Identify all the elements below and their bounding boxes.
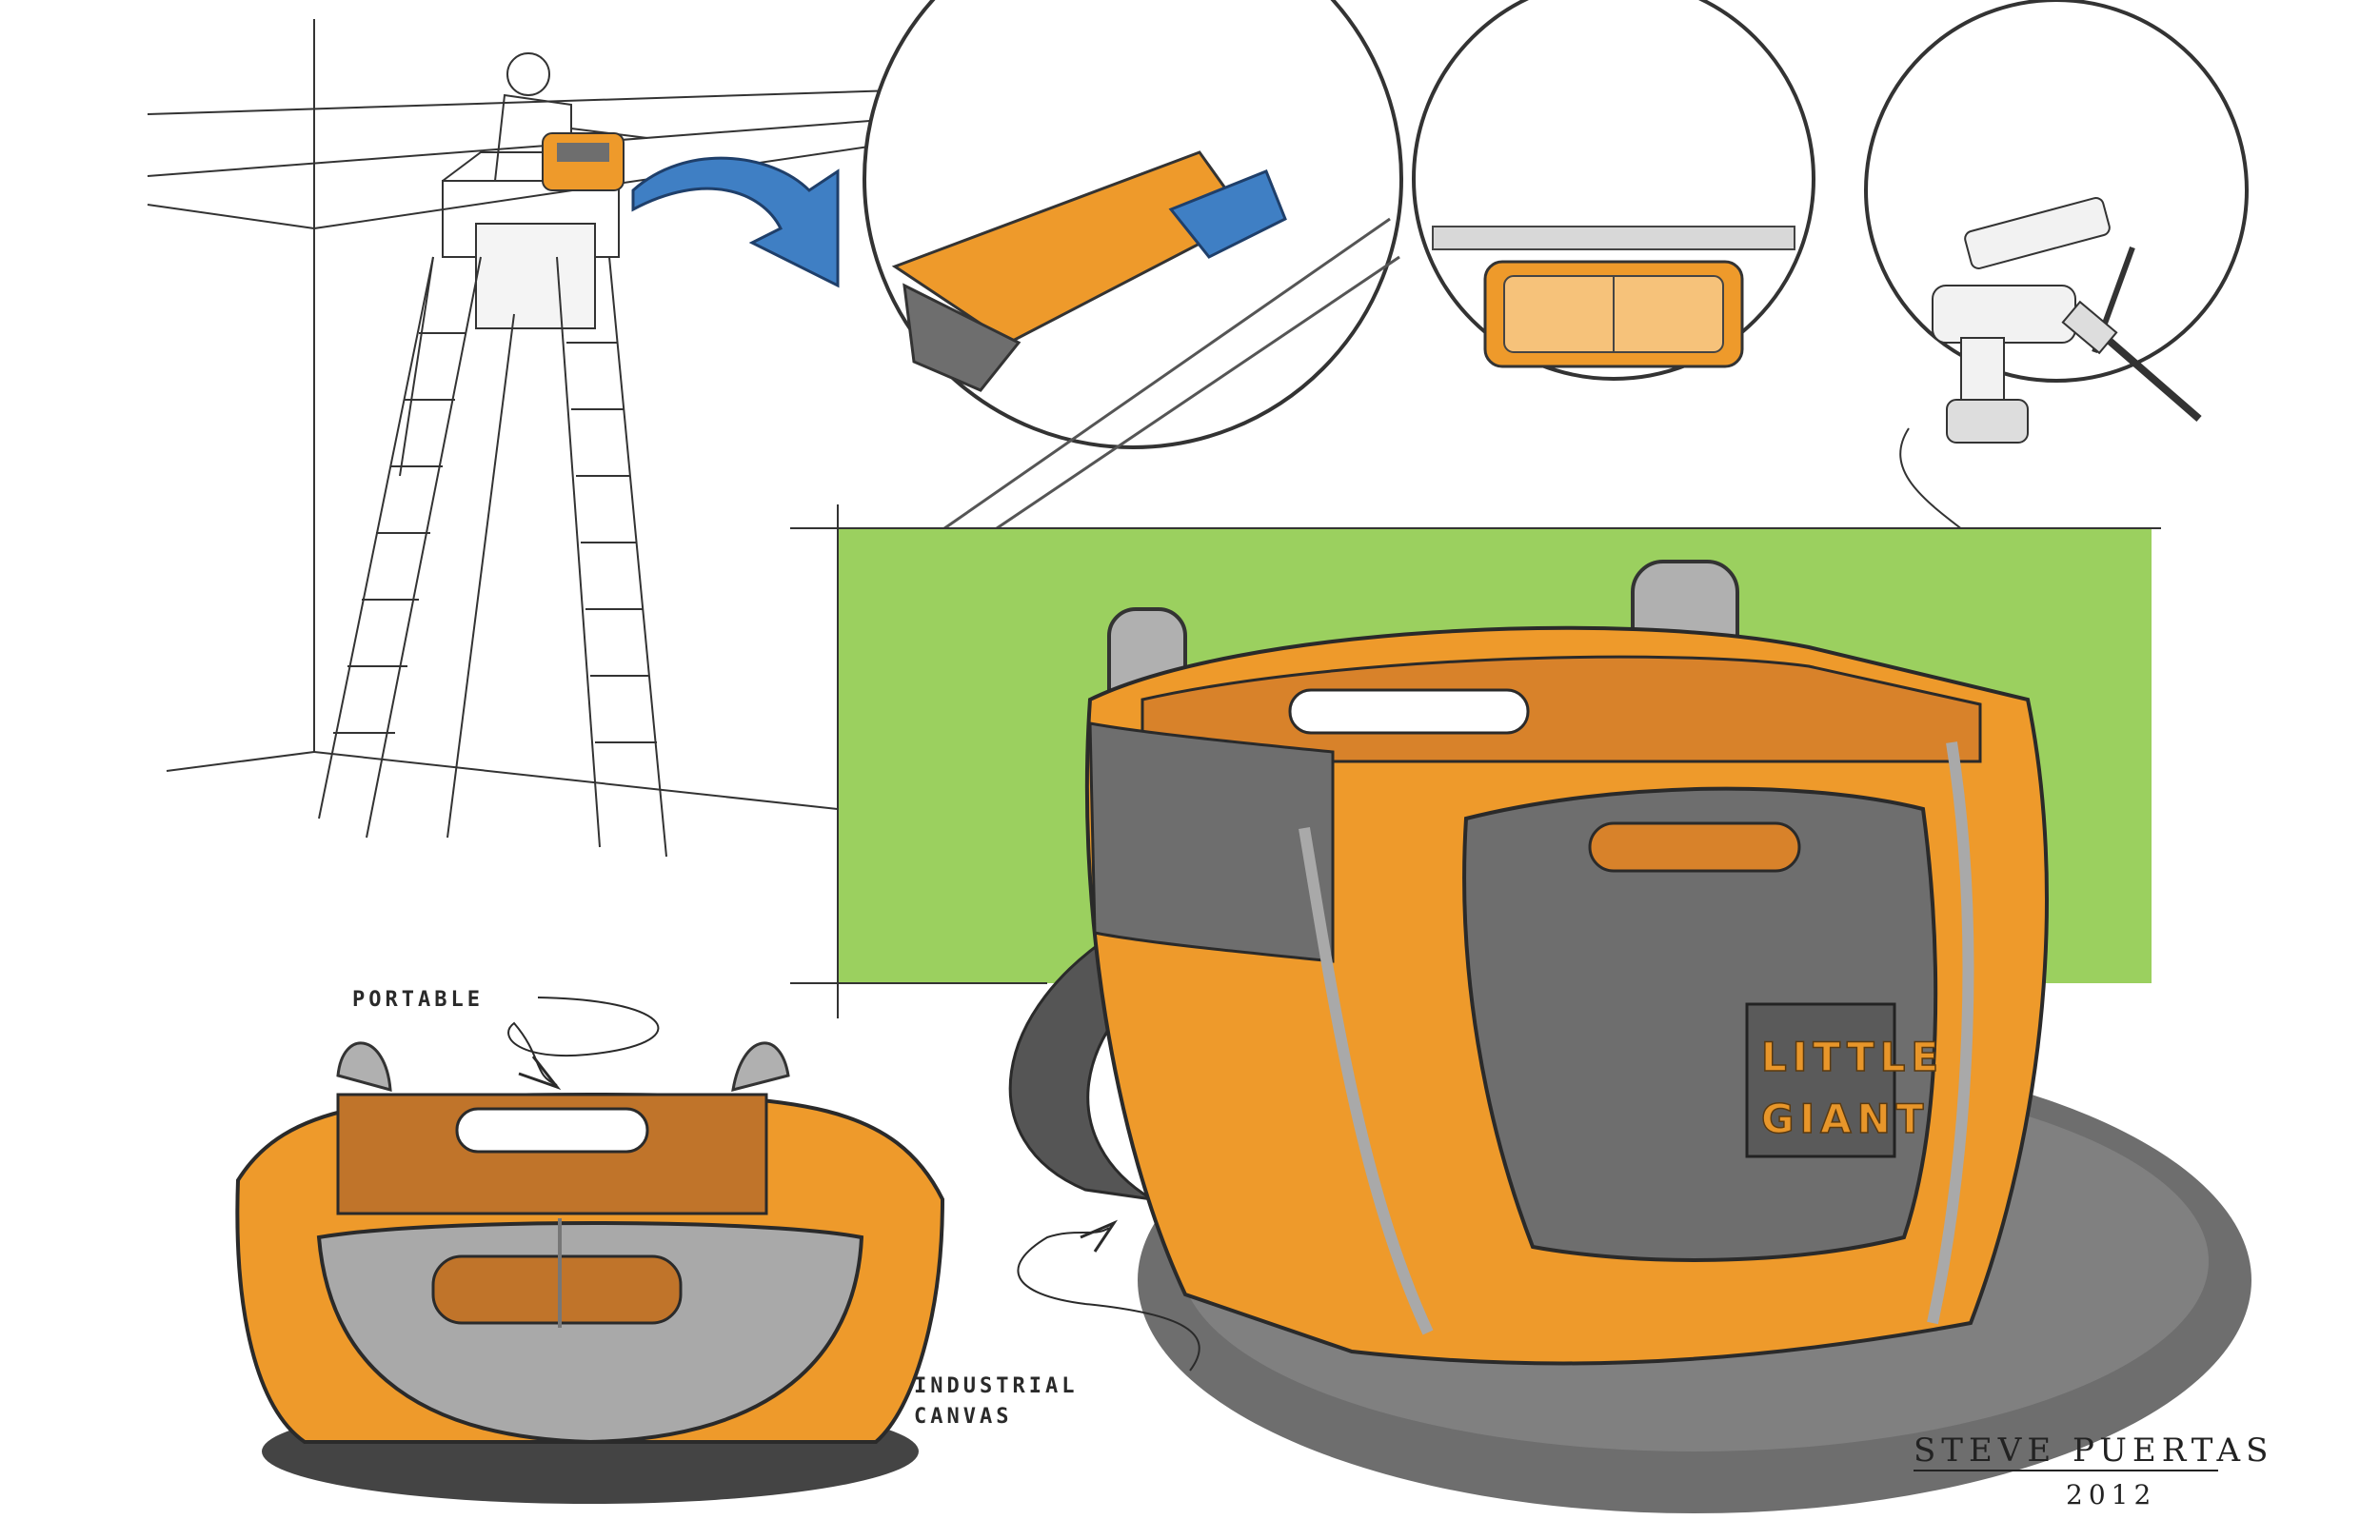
annotation-portable: PORTABLE [352, 988, 660, 1091]
artist-signature: STEVE PUERTAS 2012 [1914, 1431, 2273, 1510]
drill-icon [1932, 285, 2076, 444]
detail-circle-hanging-bag [1412, 0, 1815, 381]
brand-line-1: LITTLE [1761, 1034, 1944, 1080]
label-portable: PORTABLE [352, 988, 484, 1012]
brand-plate: LITTLE GIANT [1745, 1002, 1944, 1158]
ladder-scene [147, 19, 896, 858]
curved-arrow-icon [631, 156, 840, 288]
signature-name: STEVE PUERTAS [1914, 1431, 2273, 1470]
signature-year: 2012 [2066, 1479, 2156, 1510]
detail-circle-tools [1864, 0, 2249, 444]
front-view-bag [235, 1041, 945, 1504]
hammer-icon [2061, 300, 2202, 423]
label-industrial: INDUSTRIAL [914, 1374, 1078, 1398]
brand-line-2: GIANT [1761, 1096, 1929, 1142]
ladder-rungs [333, 332, 657, 743]
annotation-industrial-canvas: INDUSTRIAL CANVAS [914, 1219, 1200, 1429]
label-canvas: CANVAS [914, 1405, 1012, 1429]
detail-circle-rail-mount [863, 0, 1403, 554]
flashlight-icon [1964, 197, 2111, 269]
